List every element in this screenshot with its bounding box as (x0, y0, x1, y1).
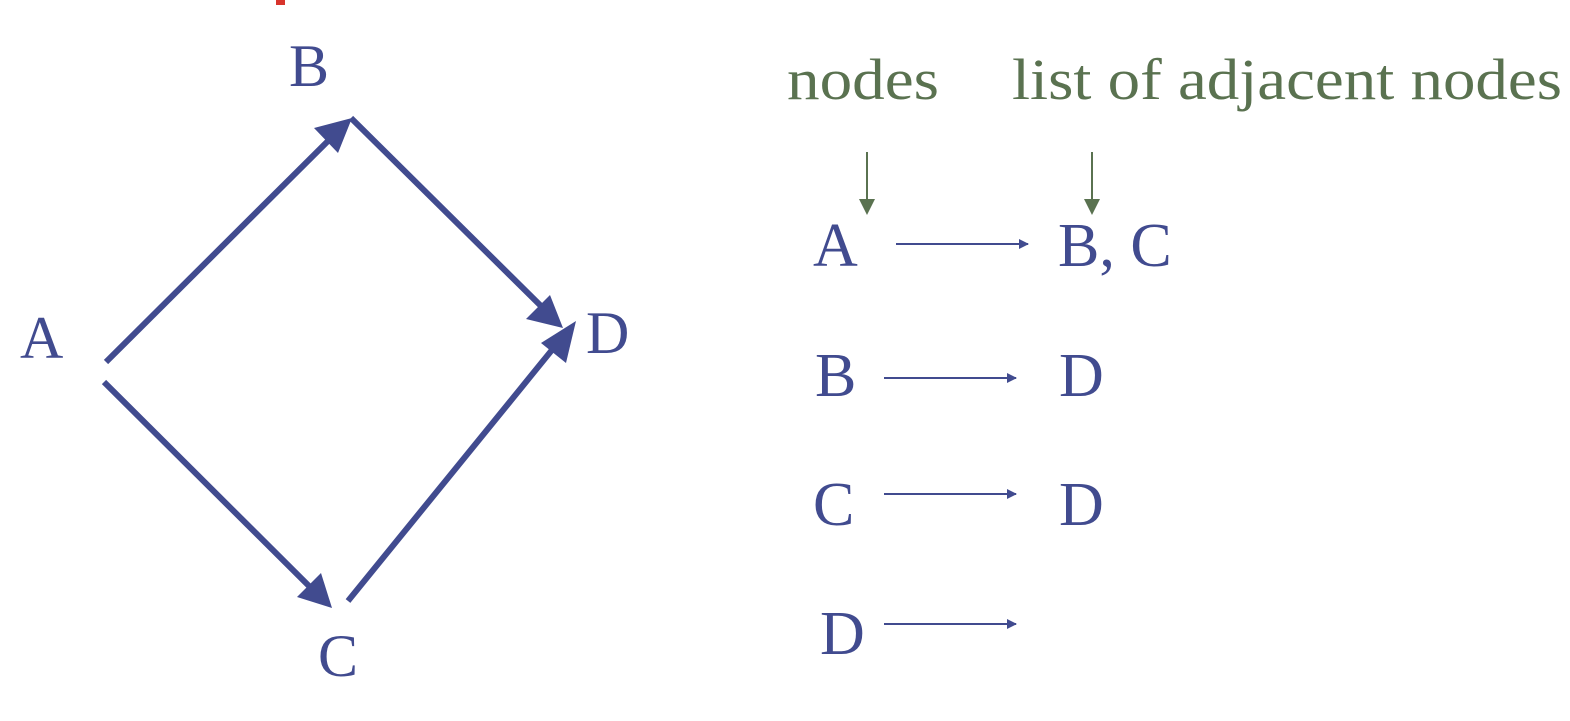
header-pointers (859, 152, 1100, 215)
adjacency-rows: A B, C B D C D D (813, 212, 1172, 668)
row-c-adjacent: D (1059, 471, 1104, 539)
graph-edges (101, 115, 576, 608)
edge-c-d-arrowhead (541, 321, 576, 363)
edge-b-d-arrowhead (526, 295, 563, 328)
edge-a-c (101, 379, 313, 590)
header-nodes: nodes (787, 47, 939, 112)
header-adjacent-nodes: list of adjacent nodes (1012, 47, 1562, 112)
edge-a-b (103, 137, 332, 365)
edge-a-b-arrowhead (314, 118, 352, 153)
row-b-adjacent: D (1059, 342, 1104, 410)
edge-a-c-arrowhead (297, 573, 332, 608)
nodes-pointer-arrowhead (859, 199, 875, 215)
graph-nodes: A B C D (20, 33, 629, 689)
graph-node-c: C (318, 623, 358, 689)
graph-node-b: B (289, 33, 329, 99)
row-node-b: B (815, 342, 856, 410)
adjacent-pointer-arrowhead (1084, 199, 1100, 215)
edge-c-d (345, 343, 559, 603)
row-node-a: A (813, 212, 858, 280)
graph-node-a: A (20, 305, 63, 371)
row-node-c: C (813, 471, 854, 539)
red-mark (276, 0, 285, 5)
adjacency-headers: nodes list of adjacent nodes (787, 47, 1562, 112)
row-a-adjacent: B, C (1058, 212, 1172, 280)
edge-b-d (348, 115, 545, 310)
graph-node-d: D (586, 300, 629, 366)
row-node-d: D (820, 600, 865, 668)
